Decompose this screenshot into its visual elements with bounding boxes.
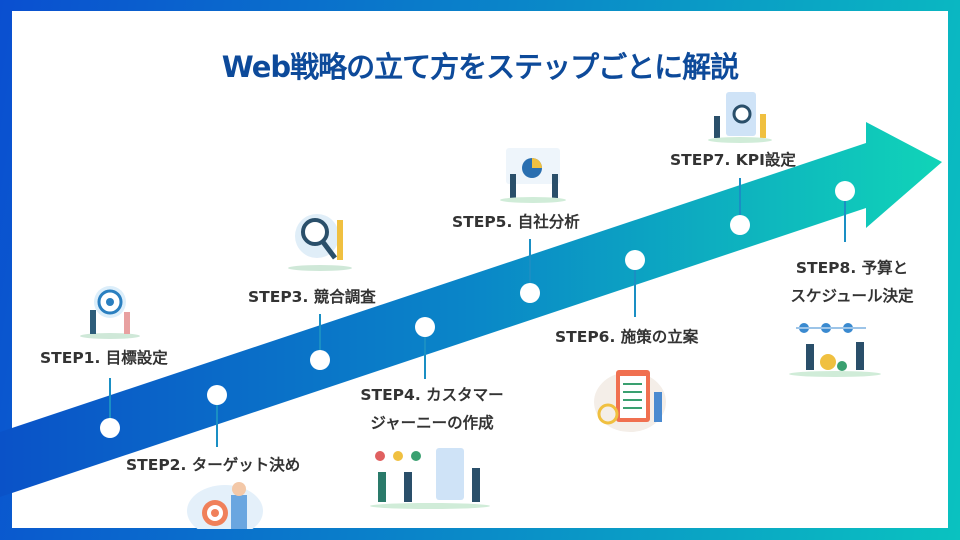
step2-connector (216, 395, 218, 447)
customer-journey-illustration (370, 448, 490, 509)
kpi-illustration (708, 92, 772, 143)
step3-marker (310, 350, 330, 370)
step4-label-line2: ジャーニーの作成 (370, 414, 494, 432)
slide-card (12, 11, 948, 528)
planning-illustration (594, 370, 666, 432)
step2-marker (207, 385, 227, 405)
step8-label: STEP8. 予算と スケジュール決定 (772, 254, 932, 310)
step1-connector (109, 378, 111, 428)
competitor-research-illustration (288, 214, 352, 271)
step7-marker (730, 215, 750, 235)
step4-marker (415, 317, 435, 337)
slide-title: Web戦略の立て方をステップごとに解説 (221, 50, 739, 84)
step1-label: STEP1. 目標設定 (40, 349, 168, 367)
step8-label-line2: スケジュール決定 (790, 287, 914, 305)
target-illustration (80, 286, 140, 339)
step5-connector (529, 239, 531, 293)
step8-connector (844, 191, 846, 242)
step8-marker (835, 181, 855, 201)
step6-label: STEP6. 施策の立案 (555, 328, 699, 346)
budget-schedule-illustration (789, 323, 881, 377)
step3-label: STEP3. 競合調査 (248, 288, 376, 306)
step1-marker (100, 418, 120, 438)
step4-connector (424, 327, 426, 379)
step6-connector (634, 260, 636, 317)
targeting-illustration (187, 482, 263, 529)
step5-marker (520, 283, 540, 303)
self-analysis-illustration (500, 148, 566, 203)
step8-label-line1: STEP8. 予算と (795, 259, 909, 277)
step7-label: STEP7. KPI設定 (670, 151, 796, 169)
step4-label-line1: STEP4. カスタマー (360, 386, 504, 404)
step6-marker (625, 250, 645, 270)
step3-connector (319, 314, 321, 360)
step7-connector (739, 178, 741, 225)
step4-label: STEP4. カスタマー ジャーニーの作成 (352, 381, 512, 437)
step5-label: STEP5. 自社分析 (452, 213, 580, 231)
step2-label: STEP2. ターゲット決め (126, 456, 301, 474)
